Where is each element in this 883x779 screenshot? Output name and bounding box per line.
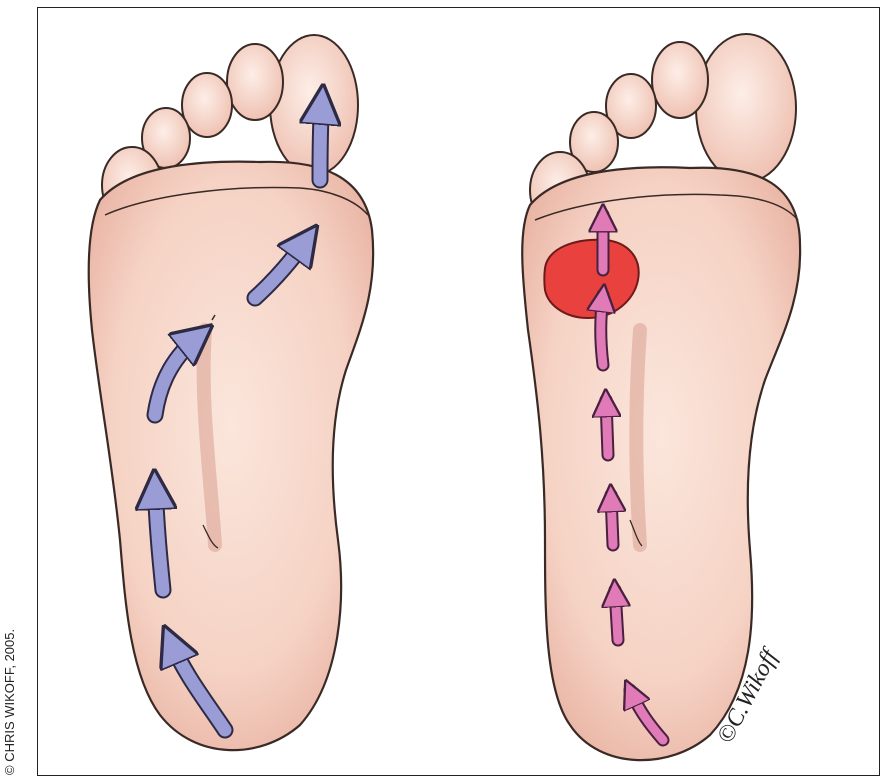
copyright-credit: © CHRIS WIKOFF, 2005. bbox=[2, 629, 17, 775]
left-foot bbox=[89, 35, 373, 750]
